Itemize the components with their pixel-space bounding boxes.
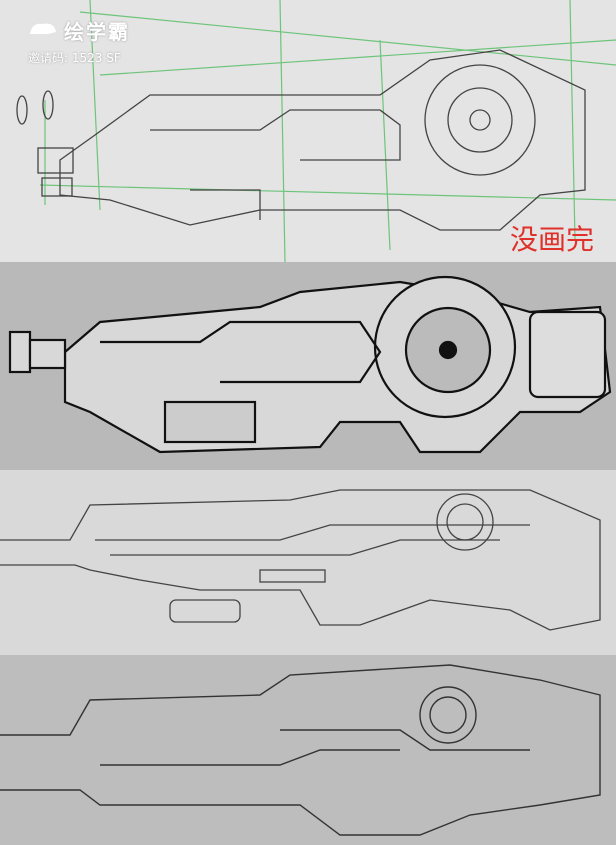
gun-sketch-drawing bbox=[16, 0, 616, 262]
stage-sketch-panel: 绘学霸 邀请码: 1523 SF 没画完 bbox=[0, 0, 616, 262]
watermark-brand: 绘学霸 bbox=[64, 20, 130, 44]
stage-lineart-panel bbox=[0, 470, 616, 655]
watermark-invite-code: 邀请码: 1523 SF bbox=[28, 51, 121, 65]
cloud-logo-icon bbox=[30, 23, 56, 34]
unfinished-note: 没画完 bbox=[509, 223, 594, 256]
gun-inked-drawing bbox=[8, 275, 612, 454]
stage-inked-panel bbox=[0, 262, 616, 470]
watermark: 绘学霸 邀请码: 1523 SF bbox=[28, 16, 130, 66]
gun-lineart-drawing bbox=[0, 489, 601, 631]
stage-silhouette-panel bbox=[0, 655, 616, 845]
gun-silhouette-drawing bbox=[0, 664, 601, 836]
